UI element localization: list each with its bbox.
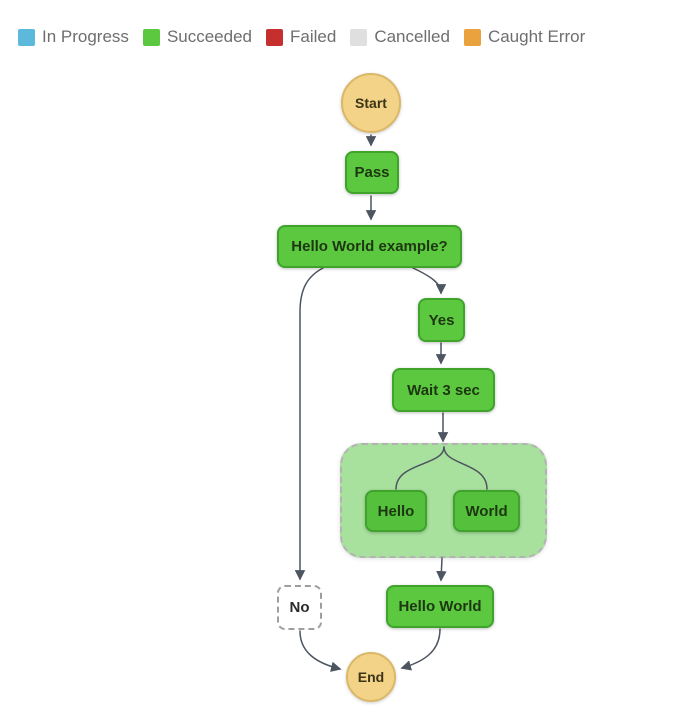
edge-choice-to-yes <box>412 267 447 295</box>
state-node-no[interactable]: No <box>277 585 322 630</box>
state-node-start[interactable]: Start <box>341 73 401 133</box>
edge-choice-to-no <box>294 267 324 581</box>
caught-error-swatch <box>463 28 481 46</box>
cancelled-swatch <box>350 28 368 46</box>
failed-swatch <box>266 28 284 46</box>
world-label: World <box>465 502 508 520</box>
legend-label-succeeded: Succeeded <box>166 27 253 46</box>
start-label: Start <box>355 95 387 111</box>
state-node-hello-world[interactable]: Hello World <box>386 585 494 628</box>
in-progress-swatch <box>18 28 35 46</box>
legend-label-caught-error: Caught Error <box>487 27 586 46</box>
legend-item-cancelled: Cancelled <box>350 27 450 47</box>
state-node-hello[interactable]: Hello <box>365 490 427 532</box>
legend-item-caught-error: Caught Error <box>463 27 586 47</box>
state-node-pass[interactable]: Pass <box>345 151 399 194</box>
legend-label-failed: Failed <box>290 27 337 46</box>
choice-label: Hello World example? <box>291 238 448 255</box>
status-legend: In Progress Succeeded Failed Cancelled C… <box>18 27 585 47</box>
edge-parallel-to-helloworld <box>436 557 447 582</box>
hello-label: Hello <box>377 502 415 520</box>
state-node-wait[interactable]: Wait 3 sec <box>392 368 495 412</box>
state-node-yes[interactable]: Yes <box>418 298 465 342</box>
state-node-end[interactable]: End <box>346 652 396 702</box>
state-node-choice[interactable]: Hello World example? <box>277 225 462 268</box>
state-node-world[interactable]: World <box>453 490 520 532</box>
end-label: End <box>357 669 385 685</box>
legend-item-in-progress: In Progress <box>18 27 129 47</box>
legend-label-in-progress: In Progress <box>42 27 129 46</box>
edge-no-to-end <box>299 630 342 672</box>
succeeded-swatch <box>142 28 160 46</box>
legend-item-succeeded: Succeeded <box>142 27 253 47</box>
wait-label: Wait 3 sec <box>407 381 480 399</box>
yes-label: Yes <box>428 311 455 329</box>
no-label: No <box>289 599 310 616</box>
hello-world-label: Hello World <box>398 598 482 615</box>
pass-label: Pass <box>354 164 390 181</box>
legend-item-failed: Failed <box>266 27 336 47</box>
edge-helloworld-to-end <box>400 628 441 671</box>
legend-label-cancelled: Cancelled <box>374 27 450 46</box>
